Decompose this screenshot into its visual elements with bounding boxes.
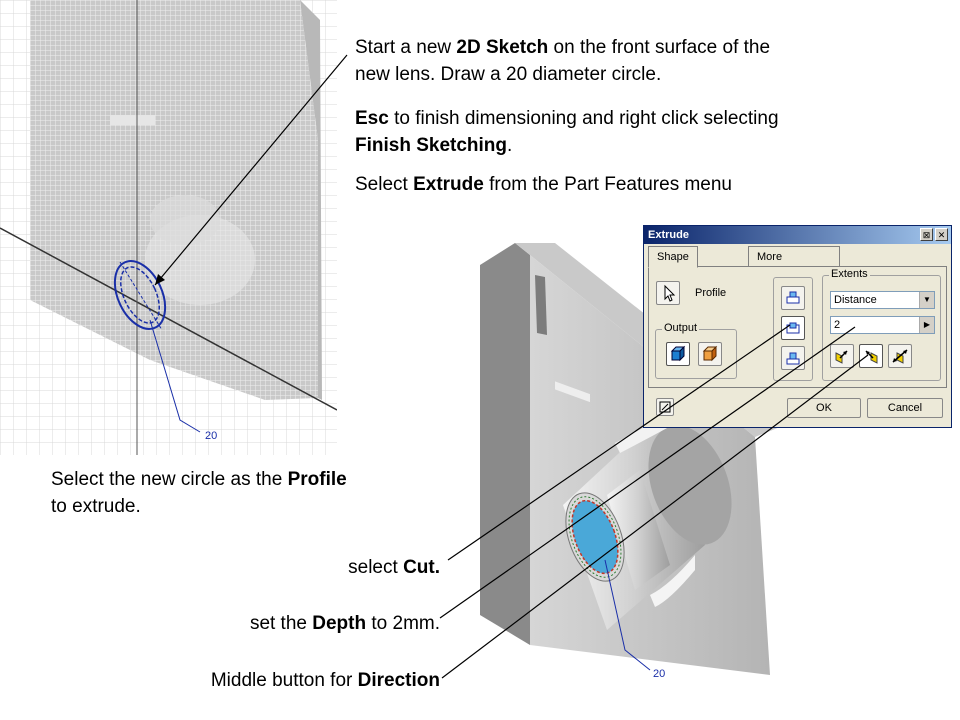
text-bold: Finish Sketching (355, 135, 508, 156)
direction-1-icon (835, 350, 848, 364)
help-icon[interactable]: ⊠ (920, 228, 933, 241)
symmetric-icon (892, 349, 908, 364)
extents-label: Extents (829, 268, 870, 280)
instruction-depth: set the Depth to 2mm. (0, 610, 440, 637)
cut-icon (786, 322, 800, 334)
join-button[interactable] (781, 286, 805, 310)
text-bold: Profile (287, 469, 347, 490)
instruction-extrude: Select Extrude from the Part Features me… (355, 171, 955, 198)
surface-output-button[interactable] (698, 342, 722, 366)
text-bold: Direction (357, 670, 440, 691)
text-part: new lens. Draw a 20 diameter circle. (355, 64, 662, 85)
dimension-label-right: 20 (653, 668, 666, 680)
text-part: on the front surface of the (548, 37, 771, 58)
direction-2-button[interactable] (859, 344, 883, 368)
text-part: Select the new circle as the (51, 469, 288, 490)
profile-label: Profile (695, 287, 727, 299)
solid-cube-icon (670, 345, 686, 362)
text-bold: Esc (355, 108, 389, 129)
intersect-icon (786, 352, 800, 365)
shape-tab-panel: Profile Output (648, 266, 947, 388)
text-part: to 2mm. (366, 613, 440, 634)
cursor-arrow-icon (664, 284, 676, 302)
close-icon[interactable]: ✕ (935, 228, 948, 241)
text-part: from the Part Features menu (483, 174, 733, 195)
direction-1-button[interactable] (830, 344, 854, 368)
sketch-viewport[interactable] (0, 0, 337, 455)
text-part: to extrude. (51, 496, 141, 517)
intersect-button[interactable] (781, 346, 805, 370)
instruction-cut: select Cut. (0, 554, 440, 581)
output-label: Output (662, 322, 700, 334)
instruction-esc: Esc to finish dimensioning and right cli… (355, 105, 955, 159)
output-group: Output (655, 322, 737, 379)
text-bold: Extrude (413, 174, 484, 195)
dimension-label-left: 20 (205, 430, 218, 442)
text-part: . (507, 135, 513, 156)
distance-value: 2 (834, 319, 841, 331)
tab-more[interactable]: More (748, 246, 840, 267)
text-part: Middle button for (210, 670, 358, 691)
operation-group (773, 277, 813, 381)
text-part: set the (249, 613, 313, 634)
preview-toggle-button[interactable] (656, 398, 674, 416)
text-part: Select (355, 174, 414, 195)
extents-group: Extents Distance ▼ 2 ▶ (822, 268, 941, 381)
distance-input[interactable]: 2 ▶ (830, 316, 935, 334)
preview-icon (659, 401, 671, 413)
solid-output-button[interactable] (666, 342, 690, 366)
instruction-profile: Select the new circle as the Profile to … (51, 466, 451, 520)
direction-2-icon (865, 350, 878, 364)
extents-value: Distance (834, 294, 877, 306)
instruction-sketch: Start a new 2D Sketch on the front surfa… (355, 34, 955, 88)
extents-dropdown[interactable]: Distance ▼ (830, 291, 935, 309)
text-bold: 2D Sketch (456, 37, 549, 58)
symmetric-button[interactable] (888, 344, 912, 368)
text-part: select (348, 557, 404, 578)
text-part: Start a new (355, 37, 457, 58)
text-bold: Cut. (403, 557, 440, 578)
cancel-button[interactable]: Cancel (867, 398, 943, 418)
join-icon (786, 291, 800, 304)
cut-button[interactable] (781, 316, 805, 340)
chevron-down-icon: ▼ (919, 292, 934, 308)
instruction-direction: Middle button for Direction (0, 667, 440, 694)
text-part: to finish dimensioning and right click s… (388, 108, 779, 129)
extrude-dialog: Extrude ⊠ ✕ Shape More Profile Output (643, 225, 952, 428)
chevron-right-icon: ▶ (919, 317, 934, 333)
tab-shape[interactable]: Shape (648, 246, 698, 268)
surface-cube-icon (702, 345, 718, 362)
ok-button[interactable]: OK (787, 398, 861, 418)
profile-button[interactable] (656, 281, 680, 305)
dialog-title: Extrude (644, 226, 951, 244)
text-bold: Depth (312, 613, 367, 634)
